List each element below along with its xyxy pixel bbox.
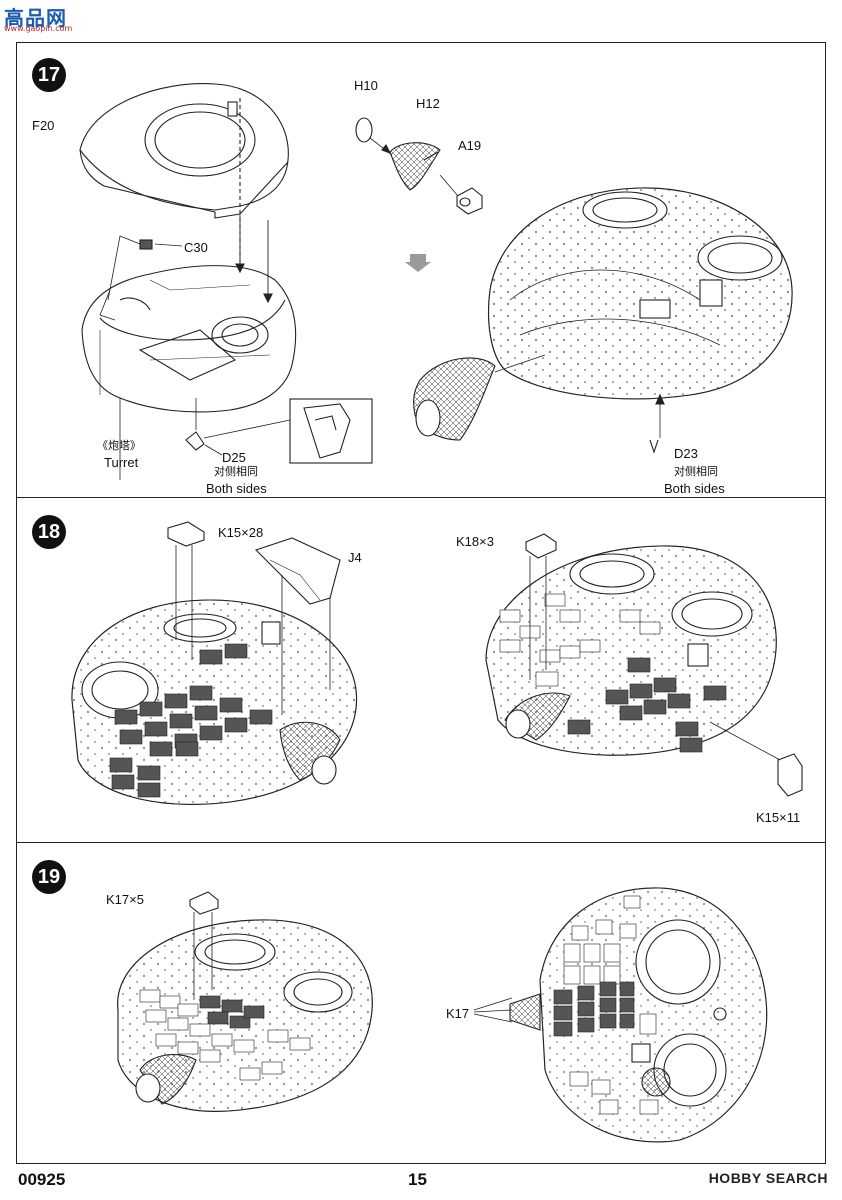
part-j4 [254, 537, 341, 715]
step-divider-1 [16, 497, 826, 498]
instruction-frame [16, 42, 826, 1164]
label-d25-cn: 对侧相同 [214, 466, 258, 478]
part-k17 [189, 891, 219, 1000]
part-a19 [439, 174, 483, 215]
part-h12 [389, 142, 441, 191]
step-divider-2 [16, 842, 826, 843]
label-f20: F20 [32, 118, 55, 133]
right-boxes-outline [499, 593, 661, 687]
step-number-badge: 19 [32, 860, 66, 894]
label-h12: H12 [416, 96, 440, 111]
step17-drawing [79, 83, 793, 480]
site-logo[interactable]: 高品网 www.gaopin.com [4, 2, 72, 33]
part-k18 [525, 533, 557, 680]
k17-boxes-left-light [139, 989, 311, 1081]
part-k15-right [709, 721, 803, 797]
logo-url: www.gaopin.com [4, 24, 73, 33]
page-number: 15 [408, 1170, 427, 1189]
label-turret-cn: 《炮塔》 [97, 440, 141, 452]
part-k15 [167, 521, 205, 660]
step18-drawing [71, 521, 803, 805]
part-turret [81, 265, 297, 480]
part-f20 [79, 83, 289, 270]
turret-assembled [488, 187, 793, 454]
step19-drawing [117, 887, 768, 1143]
label-turret-en: Turret [104, 455, 139, 470]
label-d25-en: Both sides [206, 481, 267, 496]
k17-boxes-top [563, 895, 659, 1115]
turret-right-view [485, 545, 777, 756]
label-k15x11: K15×11 [756, 810, 801, 825]
k17-boxes-left-dark [199, 995, 265, 1029]
down-arrow-icon [405, 254, 431, 272]
label-a19: A19 [458, 138, 482, 153]
label-d23-cn: 对侧相同 [674, 466, 718, 478]
detail-inset [203, 398, 373, 464]
part-h10 [355, 117, 393, 156]
k18-k15-boxes-right [567, 657, 727, 753]
label-d23-en: Both sides [664, 481, 725, 496]
brand-watermark: HOBBY SEARCH [708, 1170, 828, 1186]
turret-left-view [71, 599, 358, 805]
label-k18x3: K18×3 [456, 534, 494, 549]
step-number-badge: 17 [32, 58, 66, 92]
logo-text: 高品网 [4, 6, 67, 30]
k17-boxes-top-dark [553, 981, 635, 1037]
k15-boxes-left [109, 643, 273, 798]
label-d25: D25 [222, 450, 246, 465]
turret-top-view [509, 887, 768, 1143]
label-k17x5: K17×5 [106, 892, 144, 907]
label-h10: H10 [354, 78, 378, 93]
label-k15x28: K15×28 [218, 525, 264, 540]
step-number-badge: 18 [32, 515, 66, 549]
mantlet-mesh [413, 354, 546, 441]
label-d23: D23 [674, 446, 698, 461]
product-code: 00925 [18, 1170, 66, 1189]
part-d25 [185, 398, 223, 456]
label-j4: J4 [348, 550, 362, 565]
part-c30 [107, 235, 183, 301]
label-k17: K17 [446, 1006, 470, 1021]
label-c30: C30 [184, 240, 208, 255]
